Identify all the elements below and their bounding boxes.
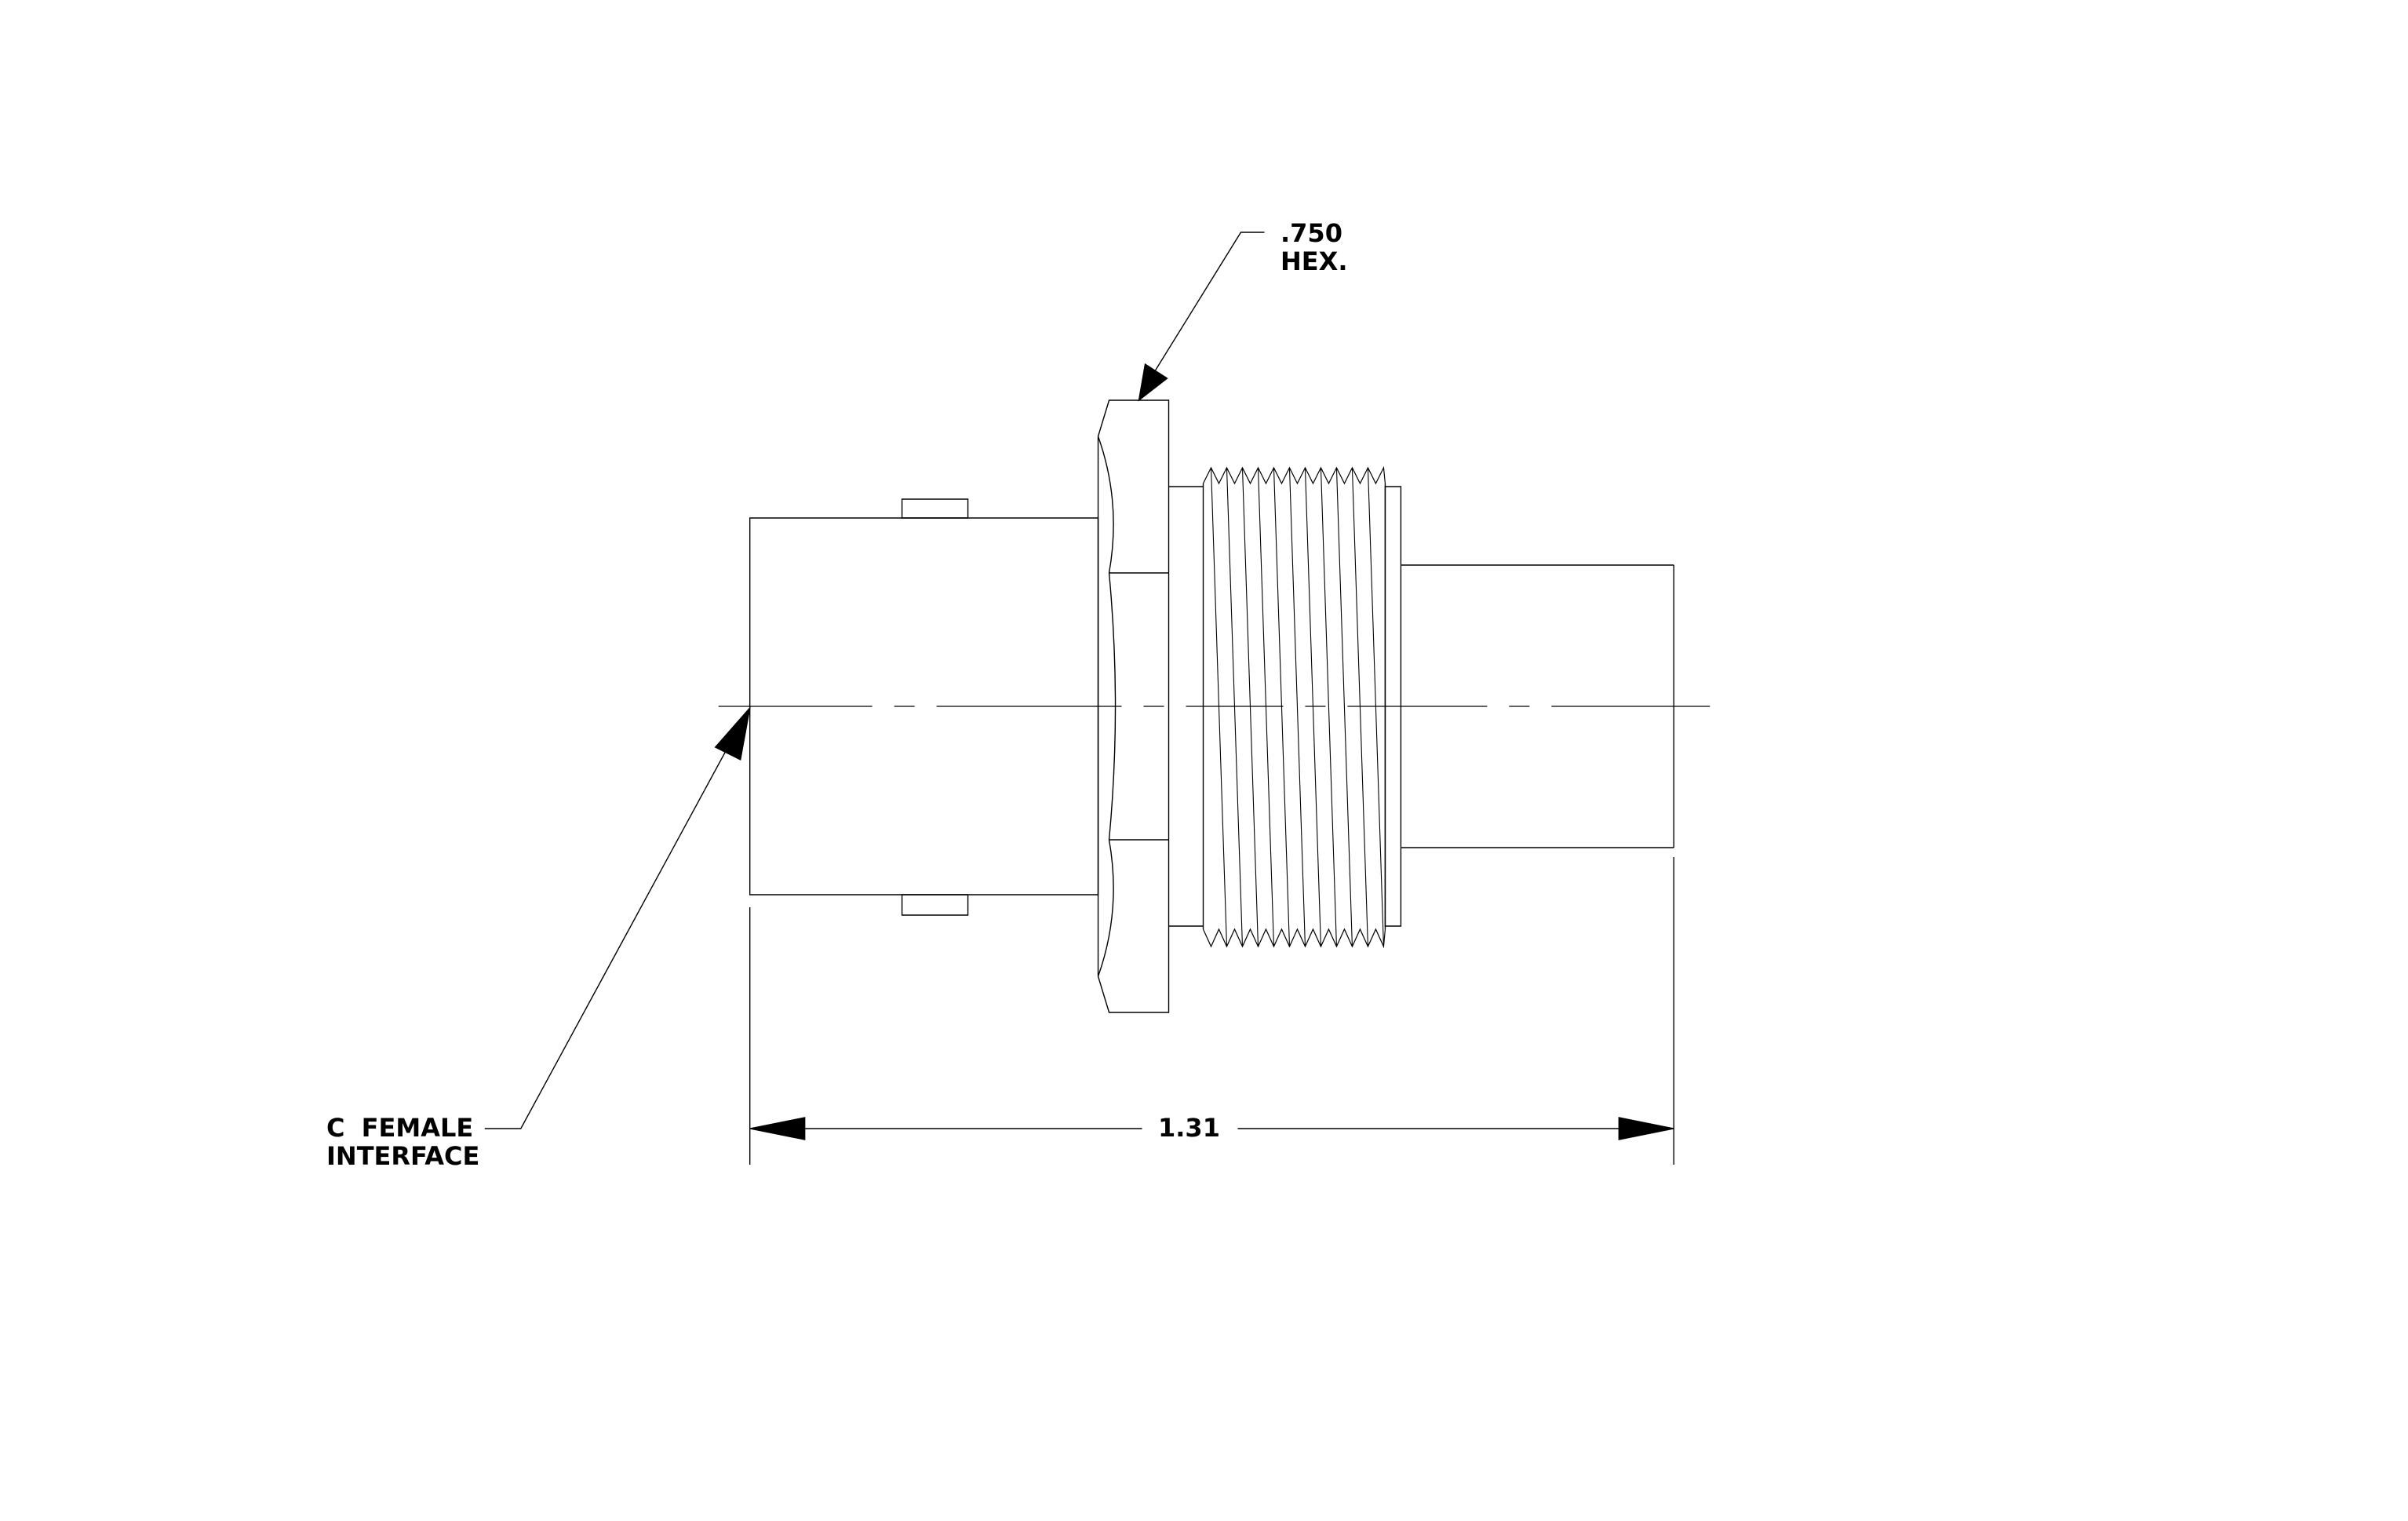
hex-leader [1139,232,1265,400]
hex-nut [1098,400,1169,1012]
length-dimension [750,857,1674,1165]
overall-length-value: 1.31 [1158,1113,1220,1143]
interface-callout-line1: C FEMALE [326,1113,474,1143]
hex-leader-arrow [1139,364,1168,400]
interface-leader [485,708,750,1129]
bayonet-pin-bottom [902,895,968,915]
bayonet-pin-top [902,499,968,518]
dimension-arrow-left [750,1118,805,1140]
hex-callout-line2: HEX. [1281,246,1348,276]
threaded-section [1204,468,1401,947]
collar [1169,487,1204,926]
interface-callout-line2: INTERFACE [326,1141,480,1171]
rear-body [1401,565,1674,848]
thread-shoulder [1385,487,1401,926]
hex-callout-line1: .750 [1281,218,1342,248]
dimension-arrow-right [1619,1118,1674,1140]
interface-leader-arrow [716,708,750,760]
front-body [750,499,1098,915]
